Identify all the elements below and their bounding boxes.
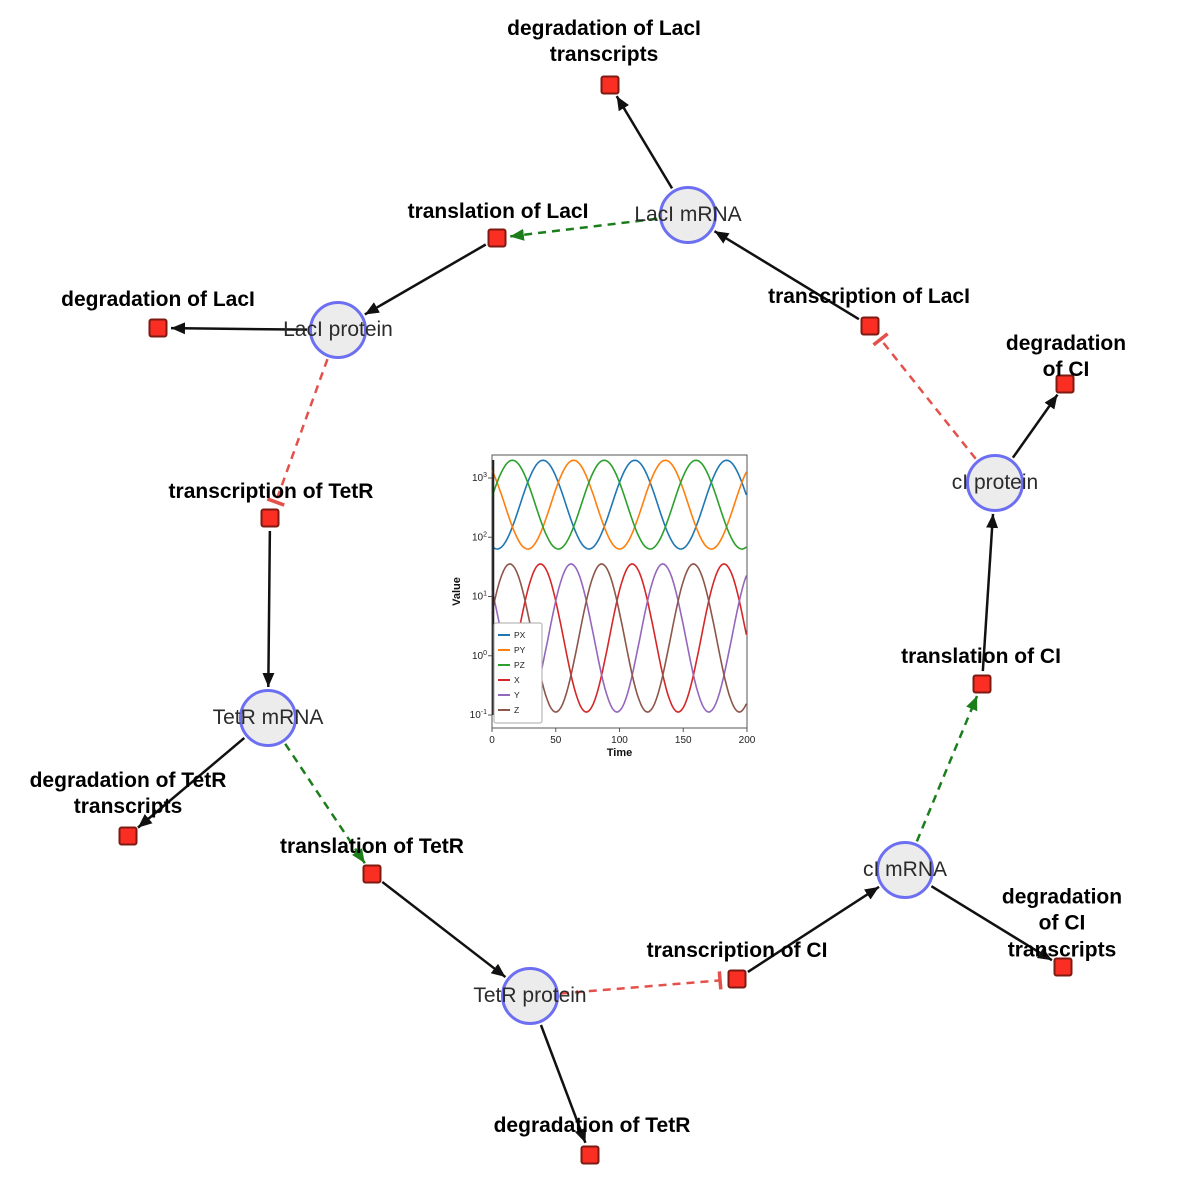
- species-label-ci-mrna: cI mRNA: [863, 858, 947, 881]
- edge-modifier: [915, 695, 979, 842]
- y-tick-label: 102: [472, 531, 487, 543]
- edge-modifier: [509, 217, 658, 241]
- reaction-node-degradation-ci[interactable]: [1055, 374, 1075, 394]
- x-tick-label: 150: [675, 735, 692, 746]
- species-node-tetr-mrna[interactable]: [239, 689, 297, 747]
- legend-label-Z: Z: [514, 705, 519, 715]
- series-PZ: [491, 459, 747, 550]
- reaction-node-transcription-laci[interactable]: [860, 316, 880, 336]
- x-tick-label: 0: [489, 735, 495, 746]
- y-tick-label: 103: [472, 472, 487, 484]
- edge-arrow: [381, 880, 507, 979]
- edge-arrow: [981, 513, 999, 672]
- edge-arrow: [137, 737, 246, 829]
- species-node-ci-mrna[interactable]: [876, 841, 934, 899]
- series-X: [491, 563, 748, 713]
- y-tick-label: 100: [472, 650, 487, 662]
- edge-arrow: [170, 322, 308, 335]
- legend-box: [493, 622, 543, 724]
- y-axis-title: Value: [451, 577, 463, 606]
- reaction-node-degradation-laci[interactable]: [148, 318, 168, 338]
- reaction-label-transcription-ci: transcription of CI: [646, 938, 828, 962]
- y-tick-label: 101: [472, 591, 487, 603]
- reaction-node-degradation-laci-transcripts[interactable]: [600, 75, 620, 95]
- edge-arrow: [1011, 393, 1059, 459]
- species-label-ci-protein: cI protein: [951, 471, 1039, 494]
- reaction-label-degradation-ci: degradation of CI: [1005, 331, 1127, 381]
- species-node-ci-protein[interactable]: [966, 454, 1024, 512]
- edge-modifier: [284, 743, 366, 864]
- legend-label-PZ: PZ: [514, 660, 525, 670]
- x-tick-label: 50: [550, 735, 562, 746]
- edge-arrow: [539, 1024, 587, 1144]
- reaction-node-transcription-tetr[interactable]: [260, 508, 280, 528]
- reaction-node-degradation-tetr-transcripts[interactable]: [118, 826, 138, 846]
- edge-inhibition: [560, 979, 721, 995]
- legend-label-X: X: [514, 675, 520, 685]
- reaction-label-degradation-laci-transcripts: degradation of LacI transcripts: [507, 16, 701, 66]
- reaction-node-degradation-ci-transcripts[interactable]: [1053, 957, 1073, 977]
- edge-arrow: [747, 885, 880, 973]
- species-node-tetr-protein[interactable]: [501, 967, 559, 1025]
- reaction-node-translation-ci[interactable]: [972, 674, 992, 694]
- series-PY: [491, 459, 748, 550]
- reaction-label-transcription-laci: transcription of LacI: [768, 284, 970, 308]
- y-tick-label: 10-1: [470, 709, 487, 721]
- inhibition-tbar: [872, 332, 889, 347]
- reaction-label-degradation-tetr: degradation of TetR: [493, 1113, 691, 1137]
- edge-inhibition: [879, 338, 977, 460]
- species-label-tetr-protein: TetR protein: [473, 984, 587, 1007]
- inhibition-tbar: [717, 971, 723, 990]
- edge-arrow: [262, 530, 275, 688]
- edge-arrow: [930, 885, 1053, 962]
- reaction-label-translation-laci: translation of LacI: [407, 199, 589, 223]
- reaction-node-transcription-ci[interactable]: [727, 969, 747, 989]
- reaction-node-translation-tetr[interactable]: [362, 864, 382, 884]
- reaction-label-transcription-tetr: transcription of TetR: [168, 479, 374, 503]
- species-label-laci-protein: LacI protein: [283, 318, 393, 341]
- edge-inhibition: [274, 358, 329, 503]
- reaction-label-degradation-ci-transcripts: degradation of CI transcripts: [1001, 885, 1123, 962]
- edge-arrow: [615, 95, 674, 190]
- edge-arrow: [364, 243, 487, 316]
- legend-label-PX: PX: [514, 630, 526, 640]
- legend-label-PY: PY: [514, 645, 526, 655]
- reaction-label-degradation-tetr-transcripts: degradation of TetR transcripts: [29, 768, 227, 818]
- x-axis-title: Time: [607, 747, 632, 757]
- edge-arrow: [713, 230, 860, 321]
- x-tick-label: 100: [611, 735, 628, 746]
- reaction-node-translation-laci[interactable]: [487, 228, 507, 248]
- reaction-node-degradation-tetr[interactable]: [580, 1145, 600, 1165]
- species-node-laci-mrna[interactable]: [659, 186, 717, 244]
- reaction-label-translation-ci: translation of CI: [901, 644, 1061, 668]
- reaction-label-translation-tetr: translation of TetR: [280, 834, 464, 858]
- x-tick-label: 200: [739, 735, 756, 746]
- inhibition-tbar: [266, 497, 285, 507]
- species-label-tetr-mrna: TetR mRNA: [212, 706, 324, 729]
- species-label-laci-mrna: LacI mRNA: [634, 203, 742, 226]
- species-node-laci-protein[interactable]: [309, 301, 367, 359]
- legend-label-Y: Y: [514, 690, 520, 700]
- reaction-label-degradation-laci: degradation of LacI: [61, 287, 255, 311]
